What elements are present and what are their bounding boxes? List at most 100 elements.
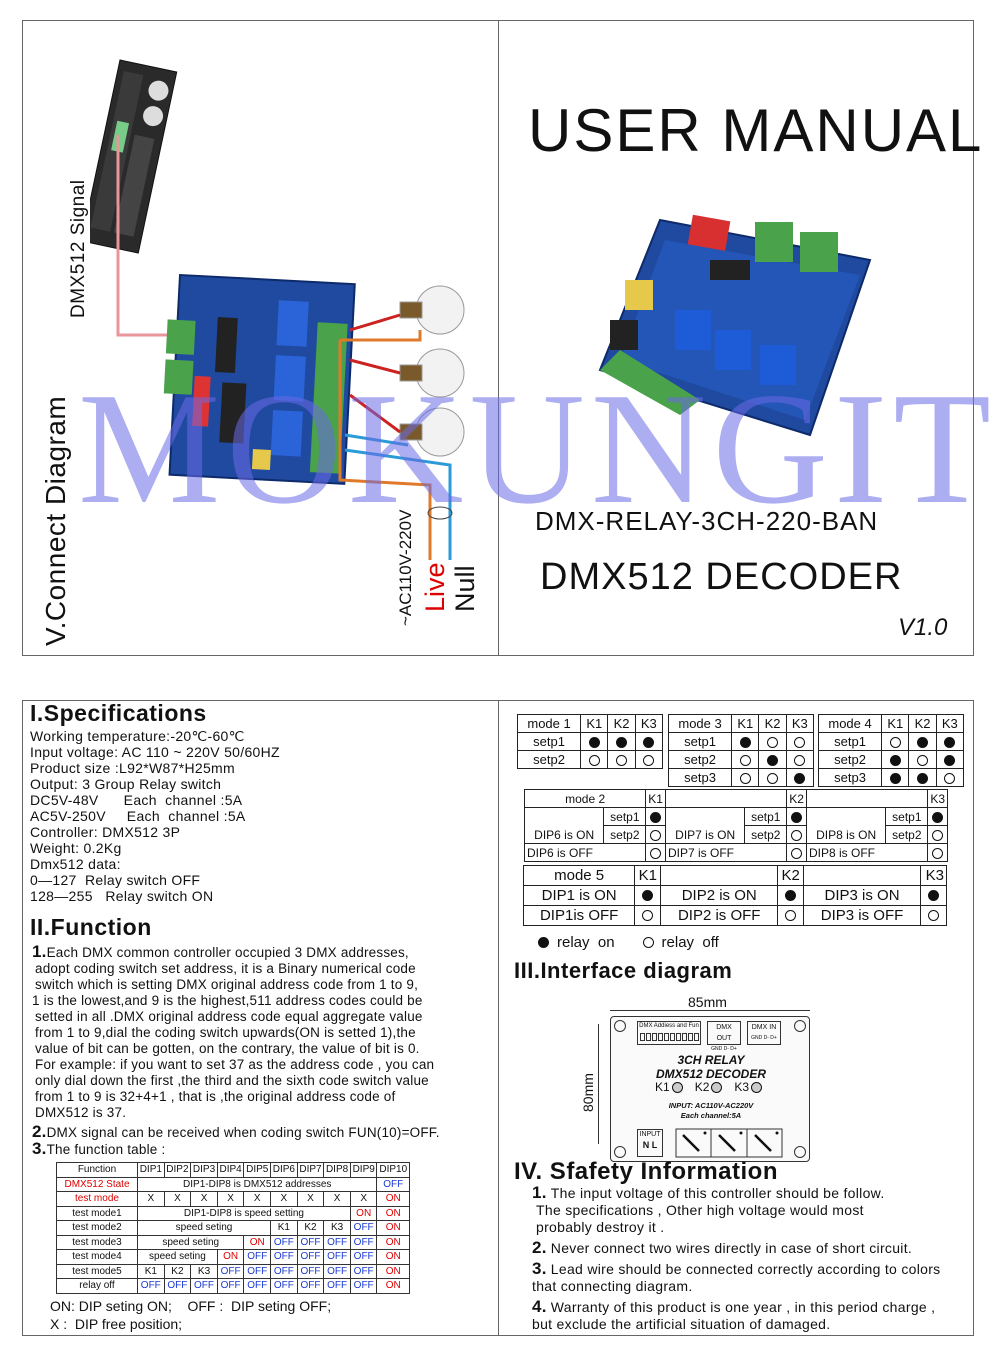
table-cell — [785, 750, 815, 769]
table-cell: OFF — [349, 1234, 378, 1250]
table-cell — [777, 905, 805, 926]
table-cell: setp1 — [744, 807, 788, 826]
table-cell — [634, 885, 662, 906]
relay-off-dot — [767, 772, 779, 784]
table-cell: K1 — [634, 865, 662, 886]
table-cell: X — [190, 1191, 218, 1207]
table-cell — [731, 732, 760, 751]
table-cell: OFF — [270, 1249, 298, 1265]
relay-on-dot — [932, 811, 944, 823]
table-cell: K2 — [786, 789, 807, 808]
table-cell — [908, 768, 937, 787]
table-cell: DIP10 — [376, 1162, 410, 1178]
table-cell — [607, 732, 636, 751]
table-cell: DMX512 State — [56, 1176, 138, 1192]
relay-off-dot — [794, 736, 806, 748]
table-cell: OFF — [190, 1278, 218, 1294]
hole — [794, 1020, 806, 1032]
relay-off-dot — [932, 847, 944, 859]
table-cell: OFF — [137, 1278, 165, 1294]
function-line: The function table : — [46, 1142, 166, 1157]
spec-line: AC5V-250V Each channel :5A — [30, 808, 246, 824]
relay-off-dot — [791, 847, 803, 859]
table-cell: DIP1 — [137, 1162, 165, 1178]
relay-on-dot — [739, 736, 751, 748]
null-label: Null — [450, 565, 480, 612]
table-cell: DIP2 — [163, 1162, 192, 1178]
table-cell — [634, 732, 664, 751]
table-cell: test mode1 — [56, 1205, 138, 1221]
relay-on-dot — [889, 772, 901, 784]
relay-board — [163, 273, 356, 485]
item-number: 2. — [32, 1122, 47, 1141]
table-cell: K3 — [190, 1263, 218, 1279]
table-cell: Function — [56, 1162, 138, 1178]
spec-line: Working temperature:-20℃-60℃ — [30, 728, 245, 744]
table-cell — [920, 885, 947, 906]
relay-off-dot — [588, 754, 600, 766]
relay-off-dot — [889, 736, 901, 748]
table-cell — [580, 732, 609, 751]
function-line: Each DMX common controller occupied 3 DM… — [46, 945, 409, 960]
table-cell: ON — [376, 1263, 410, 1279]
function-line: only dial down the first ,the third and … — [35, 1073, 429, 1088]
table-cell: OFF — [323, 1249, 351, 1265]
input-terminal: INPUT N L — [637, 1129, 663, 1157]
item-number: 4. — [532, 1297, 547, 1316]
function-line: 1 is the lowest,and 9 is the highest,511… — [32, 993, 423, 1008]
table-cell: OFF — [349, 1249, 378, 1265]
table-cell: setp2 — [667, 750, 733, 769]
table-cell: X — [137, 1191, 165, 1207]
table-cell: OFF — [323, 1278, 351, 1294]
table-cell: setp2 — [744, 825, 788, 844]
table-cell: K2 — [607, 714, 636, 733]
table-cell: DIP3 — [190, 1162, 218, 1178]
model-text: DMX-RELAY-3CH-220-BAN — [535, 506, 879, 536]
table-cell: OFF — [163, 1278, 192, 1294]
table-cell: ON — [376, 1220, 410, 1236]
relay-on-dot — [928, 890, 939, 902]
table-cell: ON — [243, 1234, 272, 1250]
table-cell — [920, 905, 947, 926]
relay-on-dot — [588, 736, 600, 748]
table-cell: setp1 — [667, 732, 733, 751]
table-cell — [758, 768, 787, 787]
width-dimension: 85mm — [688, 994, 727, 1010]
relay-off-dot — [785, 910, 797, 922]
function-line: DMX signal can be received when coding s… — [46, 1125, 440, 1140]
table-cell: OFF — [243, 1249, 272, 1265]
table-cell: ON — [376, 1234, 410, 1250]
hole — [614, 1020, 626, 1032]
table-cell: OFF — [270, 1234, 298, 1250]
table-cell: OFF — [243, 1278, 272, 1294]
table-cell: OFF — [323, 1263, 351, 1279]
table-cell — [908, 732, 937, 751]
relay-off-dot — [650, 829, 662, 841]
table-cell: OFF — [243, 1263, 272, 1279]
table-cell: DIP8 is OFF — [805, 843, 929, 862]
product-text: DMX512 DECODER — [540, 556, 903, 598]
signal-wire — [116, 135, 180, 337]
safety-heading: IV. Sfafety Information — [514, 1158, 778, 1185]
item-number: 3. — [32, 1139, 47, 1158]
table-legend-1: ON: DIP seting ON; OFF : DIP seting OFF; — [50, 1298, 332, 1314]
table-cell: DIP1 is ON — [522, 885, 636, 906]
relay-off-dot — [917, 754, 929, 766]
function-line: from 1 to 9,dial the coding switch upwar… — [35, 1025, 416, 1040]
cover-divider — [498, 20, 499, 656]
table-cell: speed seting — [137, 1249, 218, 1265]
table-cell: OFF — [270, 1278, 298, 1294]
relay-off-dot — [932, 829, 944, 841]
interface-heading: III.Interface diagram — [514, 958, 733, 983]
table-cell — [935, 750, 965, 769]
dmx-controller — [90, 59, 178, 254]
relay-off-dot — [767, 736, 779, 748]
